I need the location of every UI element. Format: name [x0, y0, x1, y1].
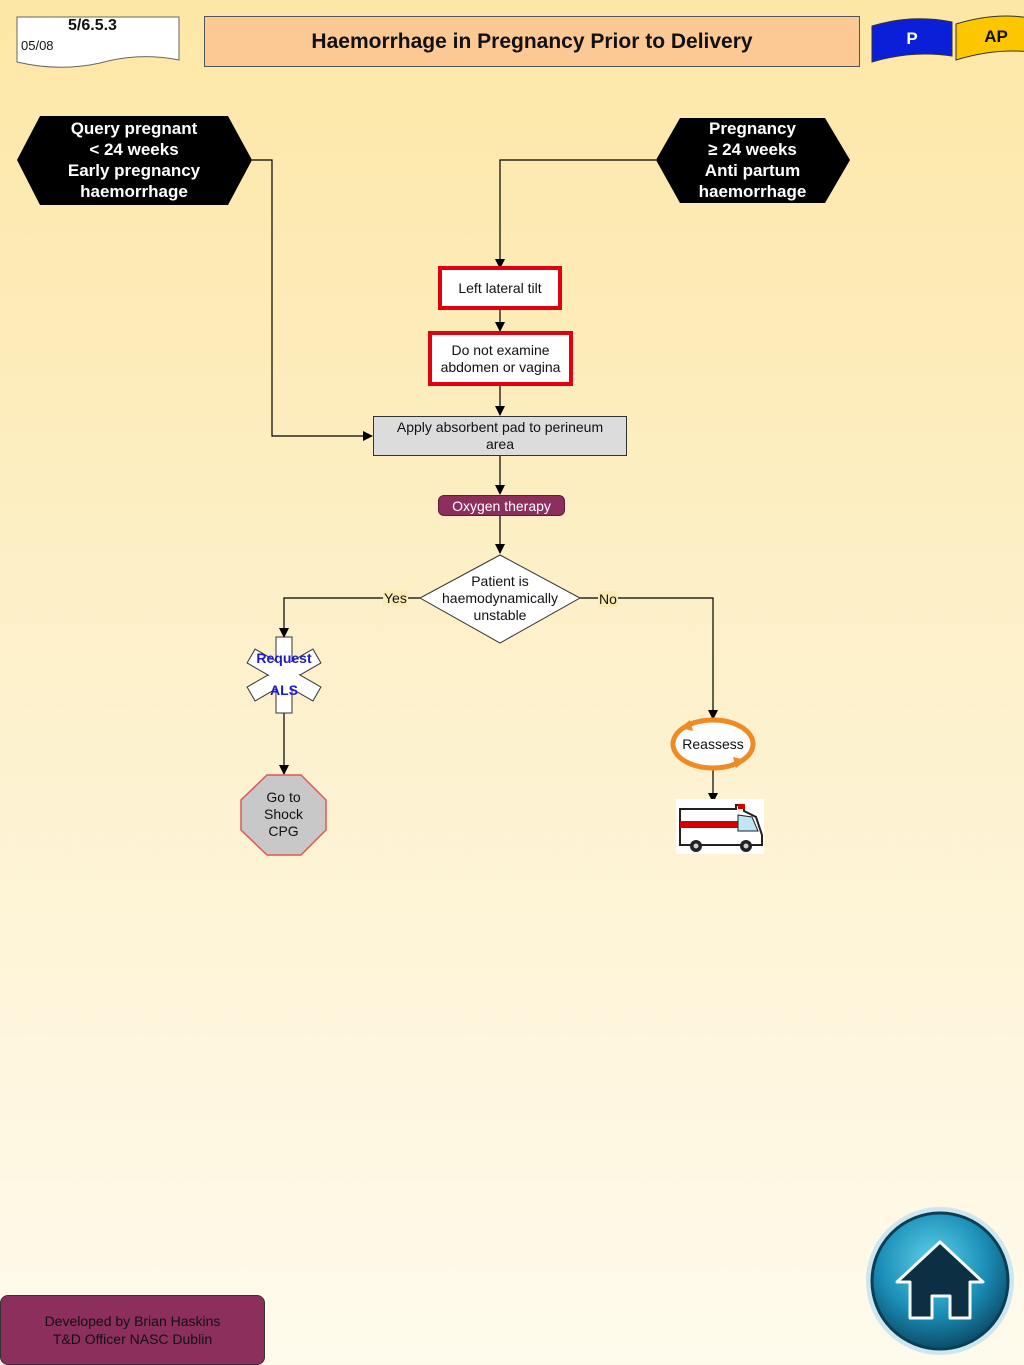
flag-p	[871, 18, 953, 63]
decision-line: unstable	[473, 607, 527, 623]
start-right-line: haemorrhage	[698, 182, 807, 201]
start-left-line: Early pregnancy	[67, 161, 201, 180]
start-left-line: Query pregnant	[70, 119, 198, 138]
credits-line-2: T&D Officer NASC Dublin	[52, 1331, 213, 1347]
start-left-node: Query pregnant < 24 weeks Early pregnanc…	[40, 118, 228, 202]
page-title: Haemorrhage in Pregnancy Prior to Delive…	[204, 16, 860, 67]
shock-octagon	[240, 774, 327, 856]
id-card	[16, 16, 180, 68]
decision-line: Patient is	[471, 573, 529, 589]
absorbent-pad-box: Apply absorbent pad to perineum area	[373, 416, 627, 456]
no-label: No	[598, 591, 618, 607]
no-examine-box: Do not examine abdomen or vagina	[428, 331, 573, 386]
no-examine-line: abdomen or vagina	[440, 358, 561, 375]
shock-line: CPG	[268, 823, 299, 839]
start-right-node: Pregnancy ≥ 24 weeks Anti partum haemorr…	[680, 118, 825, 202]
start-right-hexagon	[656, 118, 850, 203]
decision-line: haemodynamically	[442, 590, 558, 606]
left-lateral-tilt-box: Left lateral tilt	[438, 266, 562, 310]
request-als-line: Request	[256, 650, 312, 666]
star-of-life-icon	[246, 636, 322, 714]
reassess-label: Reassess	[682, 736, 744, 752]
protocol-code: 5/6.5.3	[68, 17, 117, 34]
decision-text: Patient is haemodynamically unstable	[425, 573, 575, 624]
ambulance-icon	[676, 799, 764, 854]
yes-label: Yes	[383, 590, 408, 606]
start-left-hexagon	[17, 116, 252, 205]
flag-p-label[interactable]: P	[906, 29, 918, 48]
request-als-line: ALS	[270, 682, 298, 698]
decision-diamond	[418, 554, 582, 644]
shock-line: Go to	[266, 789, 301, 805]
start-right-line: Anti partum	[704, 161, 801, 180]
credits-line-1: Developed by Brian Haskins	[44, 1313, 221, 1329]
credits-box: Developed by Brian Haskins T&D Officer N…	[0, 1295, 265, 1365]
request-als-text: Request ALS	[244, 650, 324, 698]
absorbent-pad-line: Apply absorbent pad to perineum	[396, 419, 604, 435]
flag-ap	[955, 15, 1024, 61]
oxygen-therapy-pill: Oxygen therapy	[438, 495, 565, 516]
home-button-shape	[866, 1207, 1014, 1355]
shock-line: Shock	[264, 806, 303, 822]
start-right-line: ≥ 24 weeks	[708, 140, 797, 159]
start-left-line: haemorrhage	[80, 182, 188, 201]
start-right-line: Pregnancy	[709, 119, 796, 138]
home-button[interactable]	[866, 1207, 1014, 1355]
no-examine-line: Do not examine	[451, 341, 550, 358]
reassess-cycle-icon	[670, 717, 756, 771]
start-left-line: < 24 weeks	[89, 140, 179, 159]
flag-ap-label[interactable]: AP	[984, 27, 1008, 46]
shock-cpg-text[interactable]: Go to Shock CPG	[241, 789, 326, 840]
absorbent-pad-line: area	[485, 436, 515, 452]
protocol-date: 05/08	[21, 38, 54, 53]
